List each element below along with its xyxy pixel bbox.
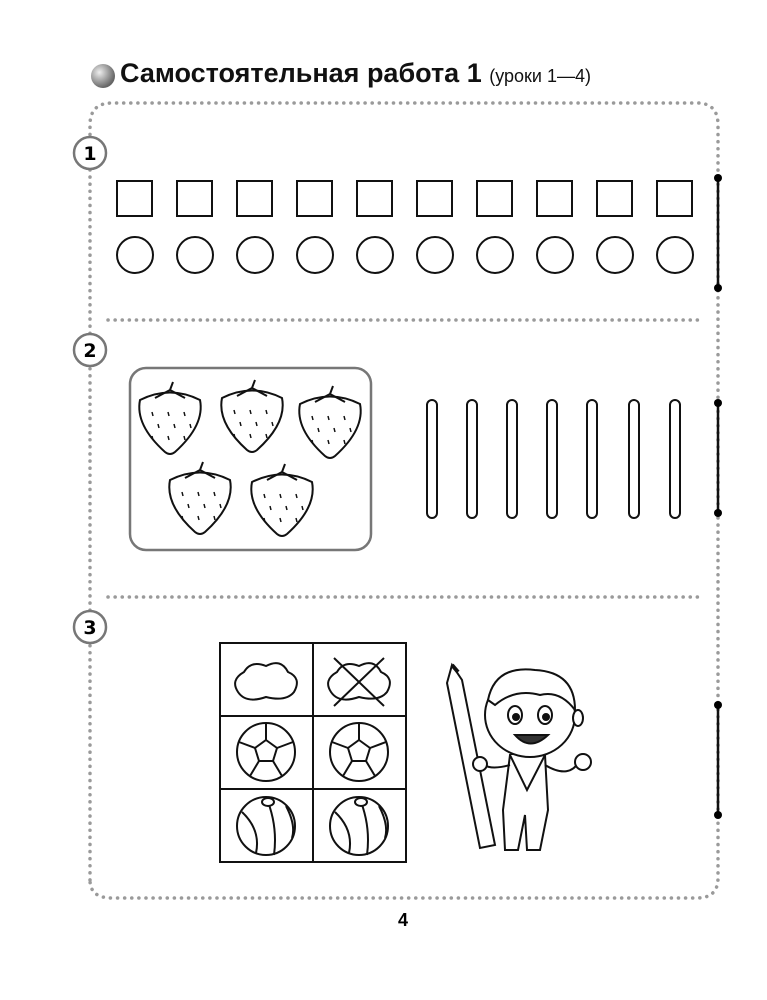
square-shape [356, 180, 393, 217]
square-shape [416, 180, 453, 217]
circle-shape [356, 236, 394, 274]
crossed-cloud-icon [327, 657, 391, 707]
strawberry-icon [168, 461, 232, 535]
title-main: Самостоятельная работа 1 [120, 58, 482, 88]
answer-bar-3[interactable] [714, 701, 722, 819]
beach-ball-icon [329, 796, 389, 856]
circle-shape [656, 236, 694, 274]
boy-with-pencil-illustration [445, 662, 592, 851]
counting-stick [506, 399, 518, 519]
circle-shape [296, 236, 334, 274]
svg-text:2: 2 [83, 340, 96, 362]
beach-ball-icon [236, 796, 296, 856]
strawberry-icon [220, 379, 284, 453]
square-shape [596, 180, 633, 217]
page-title: Самостоятельная работа 1 (уроки 1—4) [120, 58, 591, 89]
circle-shape [176, 236, 214, 274]
square-shape [536, 180, 573, 217]
strawberry-box [128, 366, 373, 552]
task-number-3: 3 [72, 609, 108, 645]
picture-grid [219, 642, 407, 863]
counting-stick [426, 399, 438, 519]
counting-stick [628, 399, 640, 519]
strawberry-icon [138, 381, 202, 455]
circle-shape [596, 236, 634, 274]
counting-stick [586, 399, 598, 519]
cloud-icon [234, 662, 298, 701]
title-bullet-icon [91, 64, 115, 88]
square-shape [116, 180, 153, 217]
circle-shape [416, 236, 454, 274]
answer-bar-2[interactable] [714, 399, 722, 517]
strawberry-icon [298, 385, 362, 459]
title-lessons: (уроки 1—4) [489, 66, 591, 86]
task-number-2: 2 [72, 332, 108, 368]
counting-stick [546, 399, 558, 519]
circle-shape [476, 236, 514, 274]
svg-text:3: 3 [83, 617, 96, 639]
page-number: 4 [398, 910, 409, 930]
circle-shape [536, 236, 574, 274]
soccer-ball-icon [329, 722, 389, 782]
task-number-1: 1 [72, 135, 108, 171]
counting-stick [669, 399, 681, 519]
circle-shape [116, 236, 154, 274]
dotted-frame [88, 101, 720, 900]
counting-stick [466, 399, 478, 519]
square-shape [176, 180, 213, 217]
square-shape [296, 180, 333, 217]
svg-text:1: 1 [83, 143, 96, 165]
square-shape [236, 180, 273, 217]
answer-bar-1[interactable] [714, 174, 722, 292]
strawberry-icon [250, 463, 314, 537]
square-shape [476, 180, 513, 217]
soccer-ball-icon [236, 722, 296, 782]
square-shape [656, 180, 693, 217]
circle-shape [236, 236, 274, 274]
